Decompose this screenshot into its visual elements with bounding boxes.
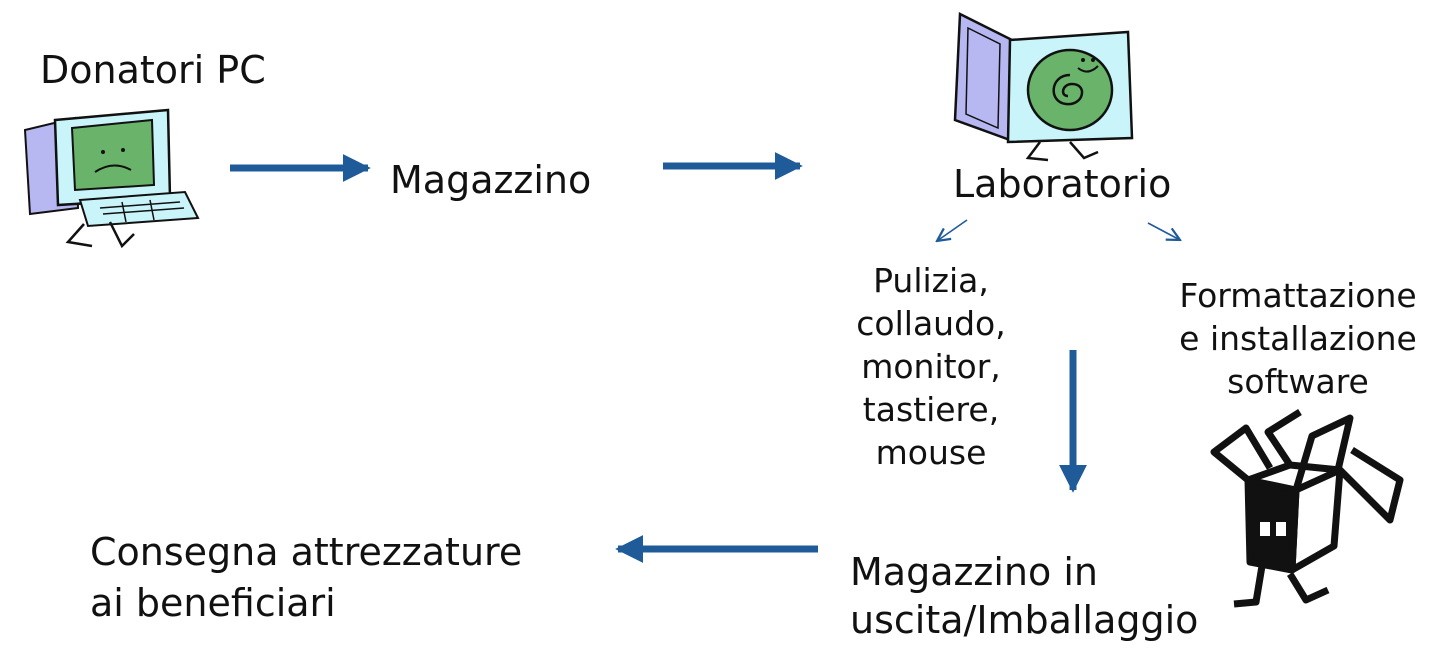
uscita-line: Magazzino in — [850, 550, 1098, 594]
node-magazzino: Magazzino — [390, 158, 592, 202]
formattazione-line: e installazione — [1179, 318, 1417, 358]
shipping-box-icon — [1210, 409, 1404, 608]
formattazione-line: Formattazione — [1179, 276, 1417, 315]
arrow-lab-pulizia — [937, 219, 968, 241]
node-formattazione: Formattazione e installazione software — [1148, 275, 1448, 404]
happy-computer-icon — [953, 12, 1134, 162]
node-laboratorio: Laboratorio — [953, 162, 1172, 206]
node-pulizia: Pulizia, collaudo, monitor, tastiere, mo… — [828, 260, 1034, 474]
pulizia-line: tastiere, — [862, 389, 1000, 429]
consegna-line: ai beneficiari — [90, 581, 336, 626]
node-magazzino-uscita: Magazzino in uscita/Imballaggio — [850, 548, 1198, 645]
node-consegna: Consegna attrezzature ai beneficiari — [90, 527, 522, 630]
node-donatori-pc: Donatori PC — [40, 48, 266, 92]
consegna-line: Consegna attrezzature — [90, 530, 523, 574]
pulizia-line: monitor, — [861, 346, 1001, 386]
arrow-lab-formattazione — [1147, 222, 1180, 240]
sad-computer-icon — [23, 108, 200, 249]
pulizia-line: Pulizia, — [873, 261, 989, 300]
uscita-line: uscita/Imballaggio — [850, 598, 1199, 643]
formattazione-line: software — [1227, 361, 1369, 401]
pulizia-line: collaudo, — [856, 303, 1006, 343]
pulizia-line: mouse — [875, 432, 987, 472]
